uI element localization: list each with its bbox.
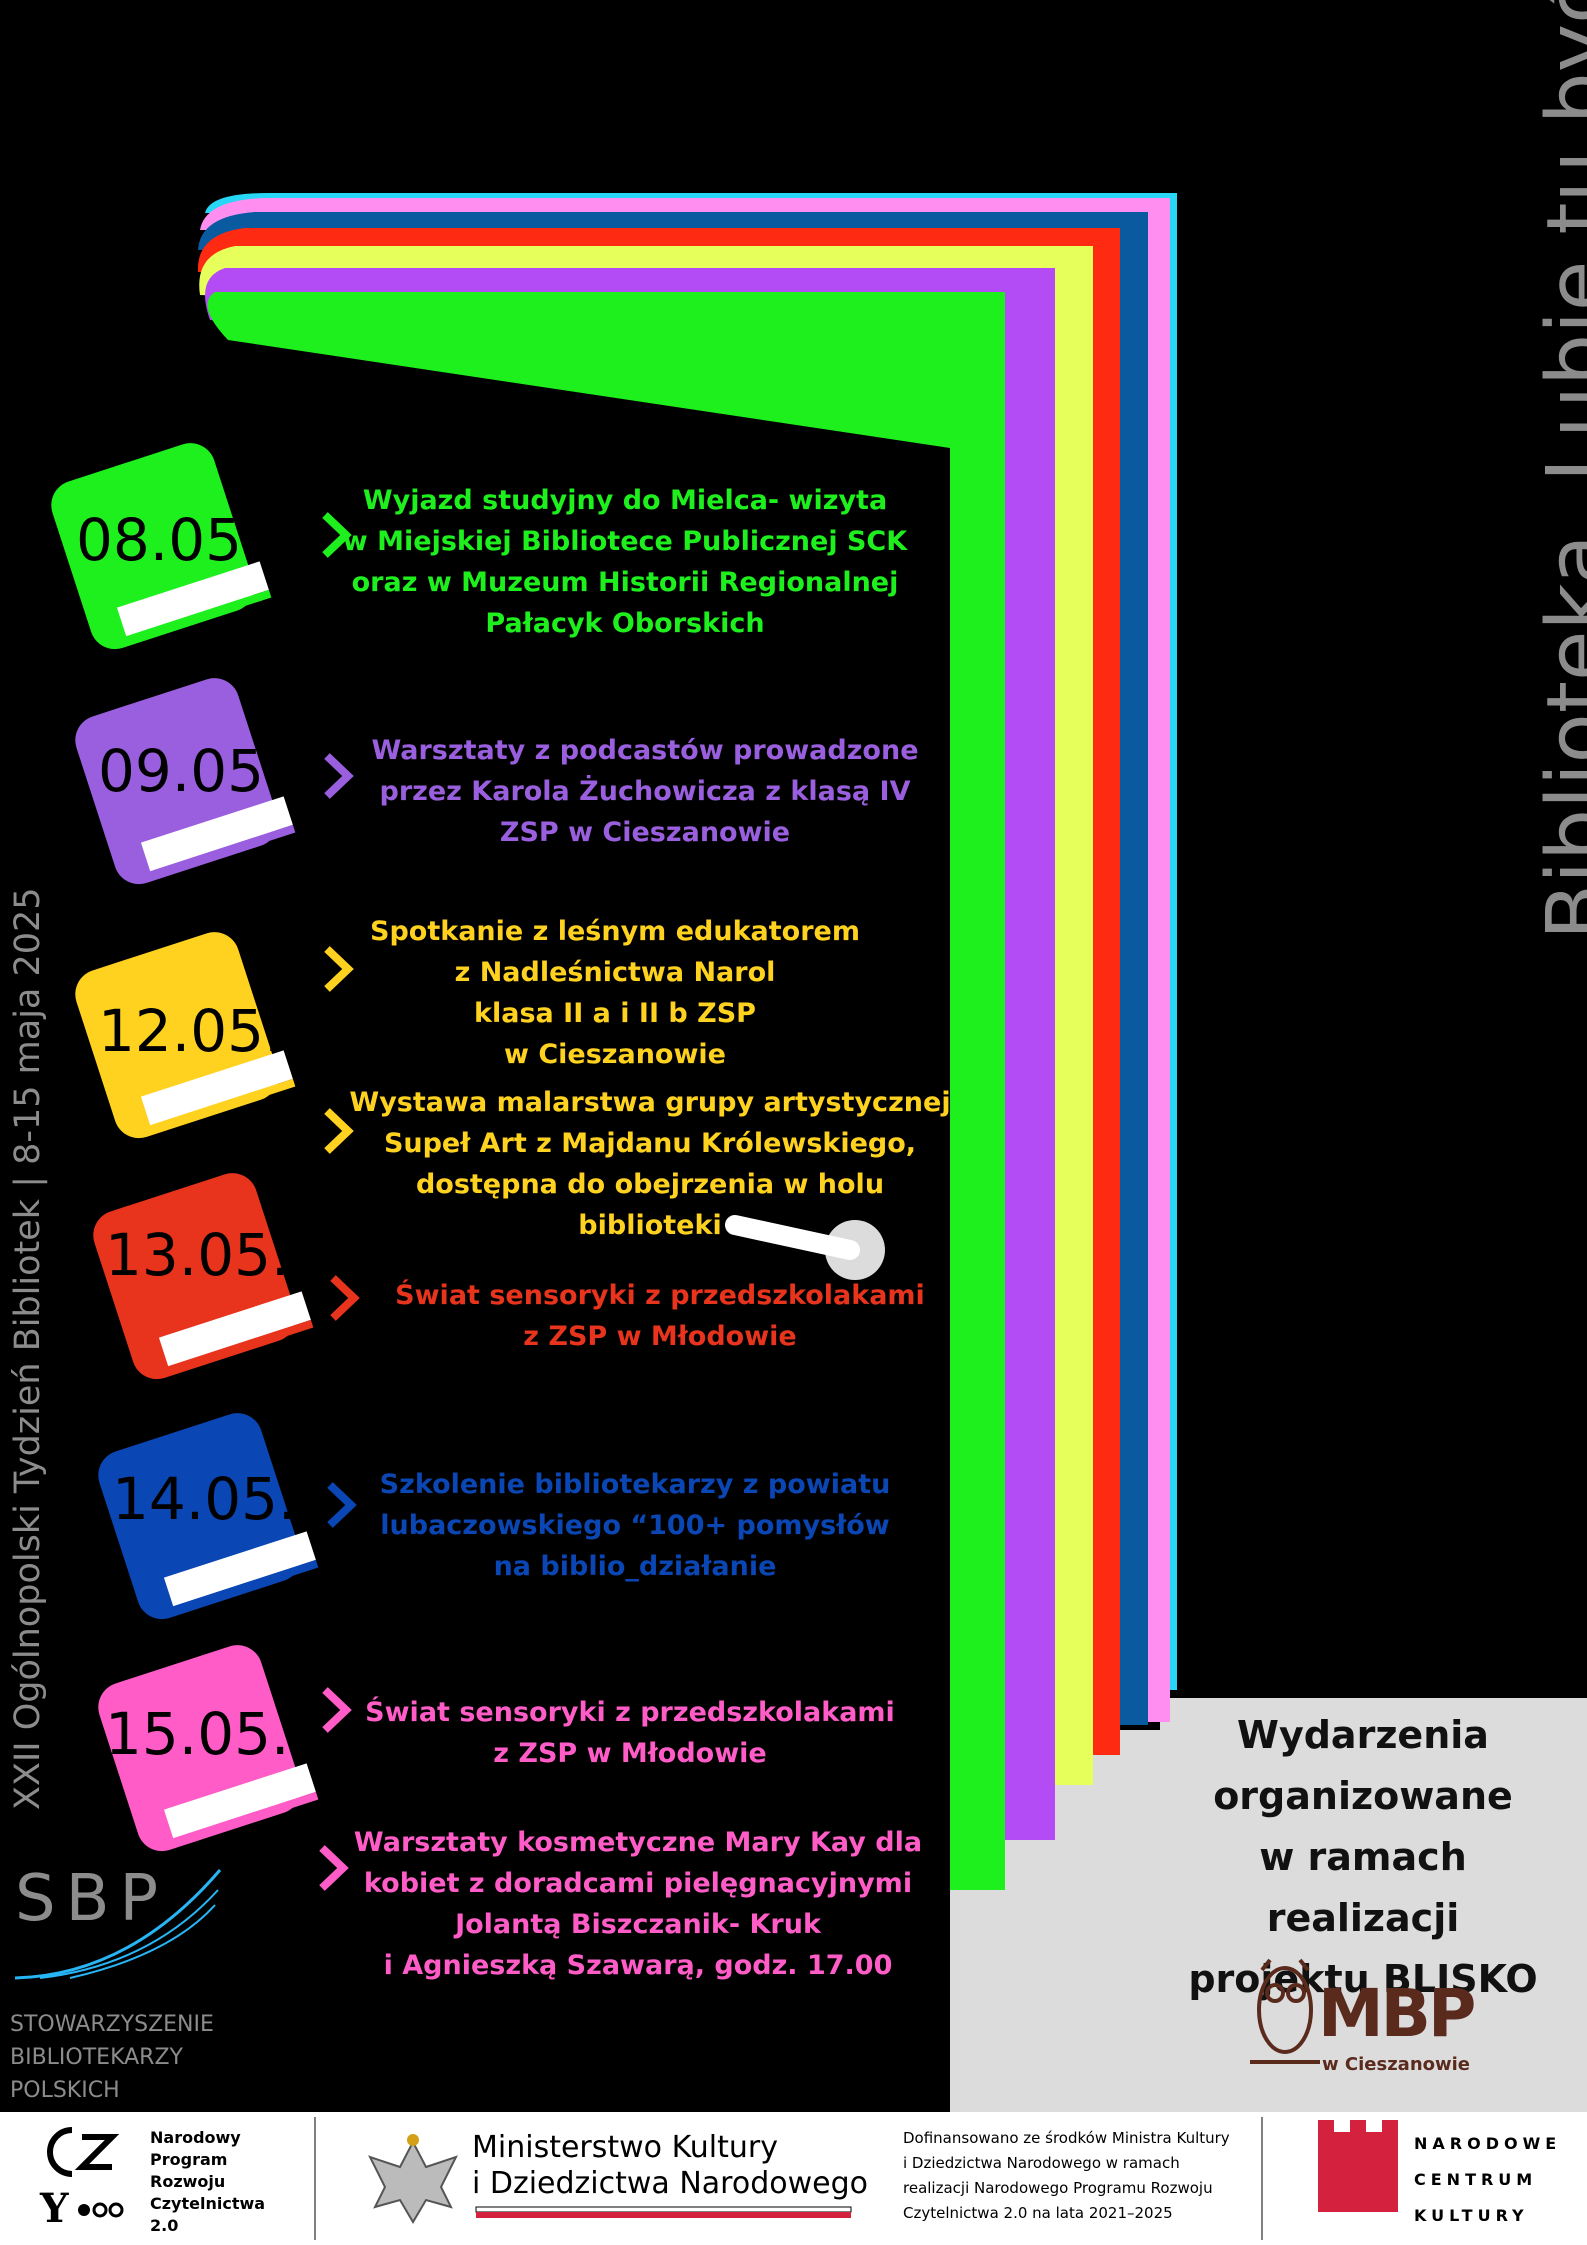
chevron-right-icon <box>322 1687 352 1733</box>
chevron-right-icon <box>319 1845 349 1891</box>
chevron-right-icon <box>324 1108 354 1154</box>
event-description: Wyjazd studyjny do Mielca- wizyta w Miej… <box>342 485 908 639</box>
nprc-text: Narodowy Program Rozwoju Czytelnictwa 2.… <box>150 2128 266 2235</box>
library-logo: MBP <box>1318 1975 1476 2052</box>
event-description: Szkolenie bibliotekarzy z powiatu lubacz… <box>379 1469 891 1582</box>
chevron-right-icon <box>324 753 354 799</box>
knob-handle <box>725 1215 860 1260</box>
event-date: 15.05. <box>105 1700 290 1768</box>
sbp-text: STOWARZYSZENIE BIBLIOTEKARZY POLSKICH <box>10 2012 214 2103</box>
event-description: Świat sensoryki z przedszkolakami z ZSP … <box>365 1697 895 1769</box>
footer-bar: Y Narodowy Program Rozwoju Czytelnictwa … <box>0 2112 1587 2245</box>
funding-text: Dofinansowano ze środków Ministra Kultur… <box>903 2129 1230 2222</box>
event-description: Spotkanie z leśnym edukatorem z Nadleśni… <box>370 916 860 1070</box>
ministry-text: Ministerstwo Kultury i Dziedzictwa Narod… <box>472 2130 868 2201</box>
nprc-logo-icon: Y <box>39 2127 124 2232</box>
event-date: 09.05. <box>98 737 283 805</box>
event-description: Świat sensoryki z przedszkolakami z ZSP … <box>395 1280 925 1352</box>
chevron-right-icon <box>327 1482 357 1528</box>
chevron-right-icon <box>322 512 352 558</box>
book-icon <box>98 1413 319 1620</box>
chevron-right-icon <box>324 946 354 992</box>
nck-text: NARODOWE CENTRUM KULTURY <box>1414 2134 1562 2225</box>
event-description: Warsztaty kosmetyczne Mary Kay dla kobie… <box>353 1827 923 1981</box>
eagle-emblem-icon <box>368 2134 458 2224</box>
gray-panel-shape <box>950 193 1587 2112</box>
book-icon <box>75 932 296 1139</box>
library-logo-subtitle: w Cieszanowie <box>1322 2054 1471 2075</box>
book-icon <box>93 1173 314 1380</box>
event-date: 08.05. <box>76 506 261 574</box>
chevron-right-icon <box>330 1275 360 1321</box>
book-icon <box>51 443 272 650</box>
book-icon <box>75 678 296 885</box>
nck-logo-icon <box>1318 2120 1398 2212</box>
event-date: 14.05. <box>112 1465 297 1533</box>
svg-text:Y: Y <box>39 2185 69 2232</box>
event-description: Warsztaty z podcastów prowadzone przez K… <box>371 735 919 848</box>
event-description: Wystawa malarstwa grupy artystycznej Sup… <box>349 1087 951 1241</box>
project-panel-text: Wydarzenia organizowane w ramach realiza… <box>1188 1713 1538 2001</box>
event-date: 13.05. <box>105 1221 290 1289</box>
sbp-logo: SBP <box>15 1862 169 1936</box>
event-date: 12.05. <box>98 997 283 1065</box>
footer-logos: Y <box>39 2117 1398 2240</box>
book-icon <box>98 1645 319 1852</box>
